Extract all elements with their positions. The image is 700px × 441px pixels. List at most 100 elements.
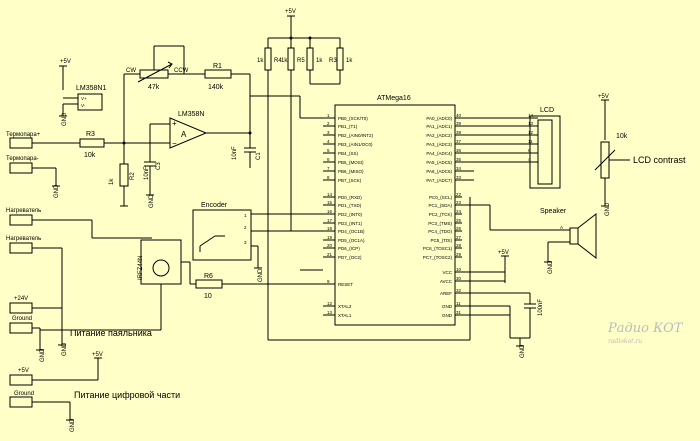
svg-text:3: 3 bbox=[244, 240, 247, 245]
pin-number: 26 bbox=[456, 226, 462, 231]
svg-text:GND: GND bbox=[62, 342, 68, 356]
svg-text:+5V: +5V bbox=[92, 352, 103, 358]
pin-number: 31 bbox=[456, 310, 462, 315]
heater-driver: Нагреватель Нагреватель IRFZ44N R6 10 bbox=[6, 208, 323, 338]
svg-text:1k: 1k bbox=[257, 58, 264, 64]
caption-iron-power: Питание паяльника bbox=[70, 328, 152, 338]
pin-number: 7 bbox=[327, 166, 330, 171]
pin-name: XTAL2 bbox=[338, 304, 352, 309]
pin-name: PA2_(ADC2) bbox=[426, 133, 452, 138]
svg-text:Encoder: Encoder bbox=[201, 202, 228, 209]
pin-name: PD5_(OC1A) bbox=[338, 238, 365, 243]
lcd-pin-number: 14 bbox=[528, 113, 534, 118]
pin-name: GND bbox=[442, 304, 453, 309]
pin-number: 28 bbox=[456, 243, 462, 248]
pin-number: 18 bbox=[327, 226, 333, 231]
lcd-pin-number: 6 bbox=[528, 148, 531, 153]
svg-text:R5: R5 bbox=[297, 58, 305, 64]
svg-text:1: 1 bbox=[244, 213, 247, 218]
mosfet-irfz44n bbox=[140, 239, 182, 285]
svg-text:IRFZ44N: IRFZ44N bbox=[138, 256, 144, 280]
svg-text:140k: 140k bbox=[208, 84, 224, 91]
pin-name: PB2_(AIN0/INT2) bbox=[338, 133, 374, 138]
lcd-pin-number: 11 bbox=[528, 139, 533, 144]
svg-text:A: A bbox=[181, 130, 187, 139]
connector-heater-2: Нагреватель bbox=[6, 236, 41, 242]
pin-name: PD2_(INT0) bbox=[338, 212, 363, 217]
pin-name: PD6_(ICP) bbox=[338, 246, 360, 251]
pin-name: PD4_(OC1B) bbox=[338, 229, 365, 234]
svg-text:1k: 1k bbox=[109, 178, 115, 185]
pin-number: 22 bbox=[456, 192, 462, 197]
caption-digital-power: Питание цифровой части bbox=[74, 390, 180, 400]
resistor-r2-bias bbox=[119, 163, 129, 187]
svg-text:V-: V- bbox=[81, 103, 86, 108]
svg-text:+5V: +5V bbox=[598, 94, 609, 100]
pin-name: AREF bbox=[440, 291, 452, 296]
connector-ground-24: Ground bbox=[12, 316, 32, 322]
pin-number: 35 bbox=[456, 157, 462, 162]
bias-network: 1k R2 10nF C3 GND bbox=[109, 143, 162, 208]
mcu-name: ATMega16 bbox=[377, 95, 411, 102]
svg-text:C3: C3 bbox=[156, 162, 162, 170]
pin-name: PA5_(ADC5) bbox=[426, 160, 452, 165]
pin-number: 37 bbox=[456, 139, 462, 144]
svg-text:R4: R4 bbox=[274, 58, 282, 64]
resistor-r3-input bbox=[79, 138, 105, 148]
svg-text:1k: 1k bbox=[281, 58, 288, 64]
pin-number: 34 bbox=[456, 166, 462, 171]
opamp-lm358n: LM358N A + − bbox=[124, 111, 220, 149]
svg-text:2: 2 bbox=[244, 225, 247, 230]
pin-name: AVCC bbox=[440, 279, 453, 284]
svg-text:GND: GND bbox=[548, 260, 554, 274]
mcu-atmega16: ATMega16 1PB0_(XCK/T0)2PB1_(T1)3PB2_(AIN… bbox=[323, 95, 462, 326]
svg-text:GND: GND bbox=[40, 348, 46, 362]
pin-number: 36 bbox=[456, 148, 462, 153]
pin-number: 8 bbox=[327, 175, 330, 180]
lcd-pin-number: 12 bbox=[528, 130, 534, 135]
svg-text:47k: 47k bbox=[148, 84, 160, 91]
pin-number: 13 bbox=[327, 310, 333, 315]
output-rc-filter: 10nF C1 bbox=[220, 95, 323, 168]
thermocouple-input: Термопара+ R3 10k Термопара- GND bbox=[6, 131, 124, 198]
pin-name: PC5_(TDI) bbox=[430, 238, 452, 243]
pin-number: 39 bbox=[456, 121, 462, 126]
lcd-contrast-pot: +5V 10k LCD contrast GND bbox=[594, 94, 686, 216]
watermark: Радио КОТ radiokot.ru bbox=[607, 321, 684, 345]
pin-number: 21 bbox=[327, 252, 333, 257]
pin-number: 15 bbox=[327, 200, 333, 205]
svg-text:CW: CW bbox=[126, 68, 136, 74]
pin-name: PC0_(SCL) bbox=[429, 195, 453, 200]
svg-text:Радио КОТ: Радио КОТ bbox=[607, 321, 684, 336]
pin-number: 4 bbox=[327, 139, 330, 144]
svg-text:100nF: 100nF bbox=[538, 299, 544, 316]
pin-name: VCC bbox=[442, 270, 452, 275]
svg-text:R3: R3 bbox=[329, 58, 337, 64]
svg-text:−: − bbox=[172, 139, 177, 148]
connector-heater-1: Нагреватель bbox=[6, 208, 41, 214]
svg-text:R3: R3 bbox=[86, 131, 95, 138]
lcd-pin-number: 4 bbox=[528, 157, 531, 162]
svg-text:GND: GND bbox=[258, 268, 264, 282]
